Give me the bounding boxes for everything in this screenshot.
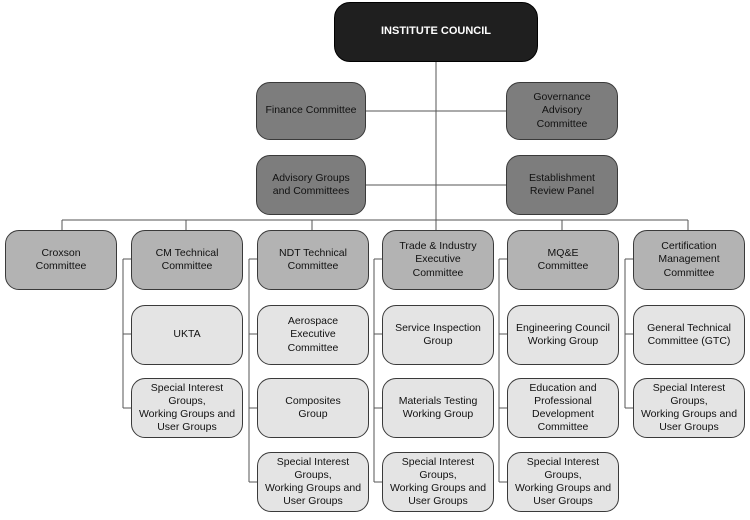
mqe-committee-node: MQ&E Committee <box>507 230 619 290</box>
ndt-technical-committee-node: NDT Technical Committee <box>257 230 369 290</box>
governance-advisory-committee-node: Governance Advisory Committee <box>506 82 618 140</box>
institute-council-node: INSTITUTE COUNCIL <box>334 2 538 62</box>
certification-management-committee-node: Certification Management Committee <box>633 230 745 290</box>
cm-special-interest-groups-node: Special Interest Groups, Working Groups … <box>131 378 243 438</box>
cm-technical-committee-node: CM Technical Committee <box>131 230 243 290</box>
trade-industry-committee-node: Trade & Industry Executive Committee <box>382 230 494 290</box>
composites-group-node: Composites Group <box>257 378 369 438</box>
ndt-special-interest-groups-node: Special Interest Groups, Working Groups … <box>257 452 369 512</box>
service-inspection-group-node: Service Inspection Group <box>382 305 494 365</box>
engineering-council-working-group-node: Engineering Council Working Group <box>507 305 619 365</box>
general-technical-committee-node: General Technical Committee (GTC) <box>633 305 745 365</box>
aerospace-executive-committee-node: Aerospace Executive Committee <box>257 305 369 365</box>
croxson-committee-node: Croxson Committee <box>5 230 117 290</box>
materials-testing-working-group-node: Materials Testing Working Group <box>382 378 494 438</box>
cert-special-interest-groups-node: Special Interest Groups, Working Groups … <box>633 378 745 438</box>
education-professional-development-committee-node: Education and Professional Development C… <box>507 378 619 438</box>
establishment-review-panel-node: Establishment Review Panel <box>506 155 618 215</box>
finance-committee-node: Finance Committee <box>256 82 366 140</box>
mqe-special-interest-groups-node: Special Interest Groups, Working Groups … <box>507 452 619 512</box>
ukta-node: UKTA <box>131 305 243 365</box>
advisory-groups-node: Advisory Groups and Committees <box>256 155 366 215</box>
trade-special-interest-groups-node: Special Interest Groups, Working Groups … <box>382 452 494 512</box>
